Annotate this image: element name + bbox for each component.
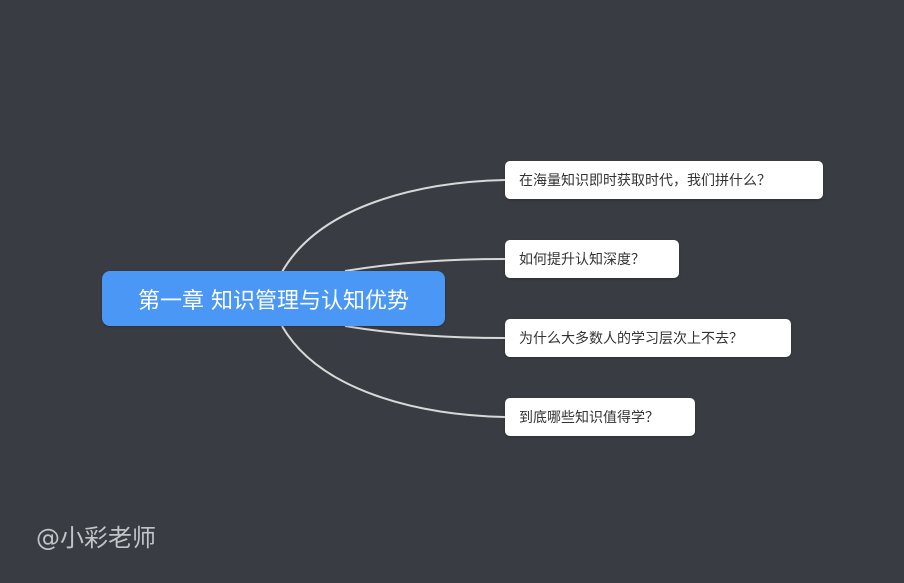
connector-1	[281, 179, 506, 273]
connector-3	[344, 325, 506, 339]
connector-2	[344, 258, 506, 272]
child-node-3[interactable]: 为什么大多数人的学习层次上不去？	[505, 319, 791, 357]
child-node-label: 在海量知识即时获取时代，我们拼什么？	[519, 173, 771, 189]
child-node-label: 到底哪些知识值得学？	[519, 410, 659, 426]
child-node-4[interactable]: 到底哪些知识值得学？	[505, 398, 695, 436]
connector-4	[281, 325, 506, 418]
watermark: @小彩老师	[36, 524, 156, 552]
child-node-label: 如何提升认知深度？	[519, 252, 645, 268]
root-node[interactable]: 第一章 知识管理与认知优势	[102, 271, 445, 326]
child-node-1[interactable]: 在海量知识即时获取时代，我们拼什么？	[505, 161, 823, 199]
child-node-2[interactable]: 如何提升认知深度？	[505, 240, 679, 278]
child-node-label: 为什么大多数人的学习层次上不去？	[519, 331, 743, 347]
root-node-label: 第一章 知识管理与认知优势	[138, 288, 409, 314]
